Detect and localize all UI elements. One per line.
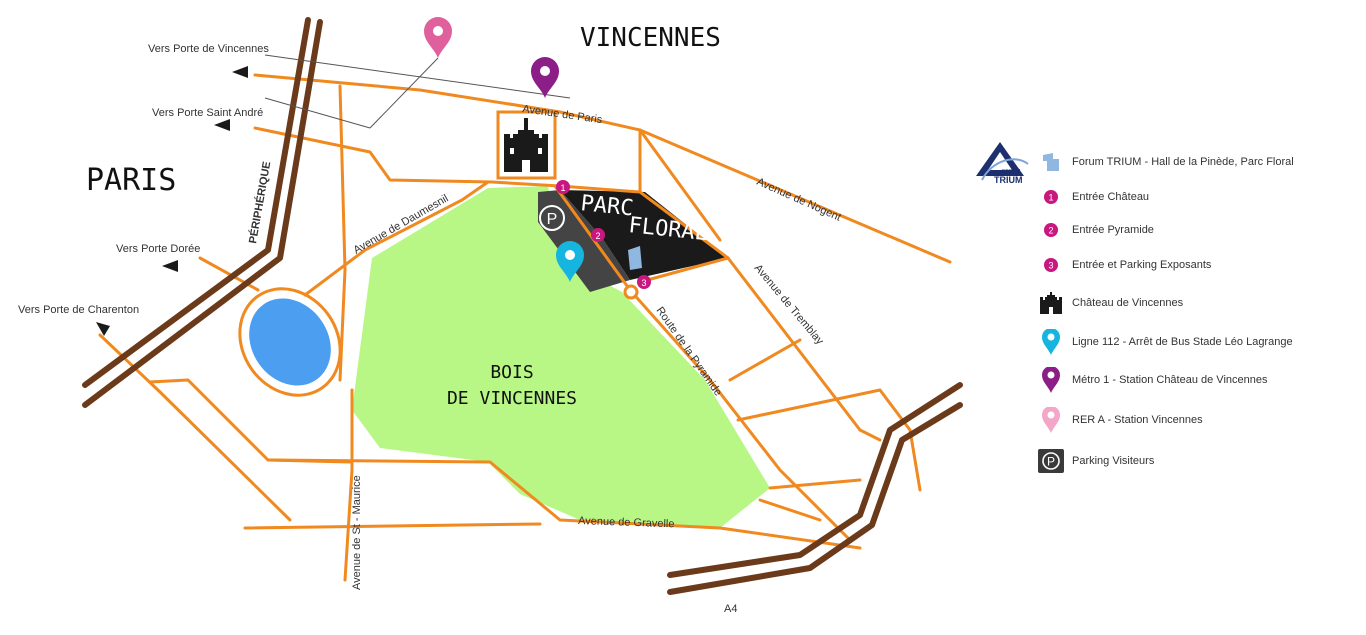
castle-icon <box>504 118 548 172</box>
bus-pin-dot <box>565 250 575 260</box>
legend-item-entry-1: 1 Entrée Château <box>1036 185 1149 209</box>
highways <box>82 17 963 595</box>
trium-building-icon <box>628 246 642 270</box>
legend-item-trium: Forum TRIUM - Hall de la Pinède, Parc Fl… <box>1036 150 1294 174</box>
metro-pin-dot <box>540 66 550 76</box>
svg-text:2: 2 <box>595 231 600 241</box>
legend-item-entry-2: 2 Entrée Pyramide <box>1036 218 1154 242</box>
parking-marker-letter: P <box>547 211 558 228</box>
castle-icon <box>1040 292 1062 314</box>
entry-3-ring <box>623 284 639 300</box>
svg-text:1: 1 <box>560 183 565 193</box>
bois-de-vincennes-area <box>352 186 770 528</box>
svg-text:FORUM: FORUM <box>1002 169 1020 175</box>
pin-leader-lines <box>264 54 571 129</box>
legend-label: Entrée Château <box>1072 191 1150 203</box>
entry-2-icon: 2 <box>1044 223 1058 237</box>
entry-marker-2: 2 <box>591 228 605 242</box>
parc-floral-area <box>560 190 728 280</box>
direction-porte-saint-andre: Vers Porte Saint André <box>152 107 263 119</box>
road-a4: A4 <box>724 603 737 615</box>
road-network <box>98 73 952 582</box>
legend-item-rer: RER A - Station Vincennes <box>1036 407 1203 433</box>
bus-pin-icon <box>1042 329 1060 355</box>
bois-label-line2: DE VINCENNES <box>447 388 577 409</box>
trium-logo: FORUM TRIUM <box>976 142 1029 185</box>
direction-porte-vincennes: Vers Porte de Vincennes <box>148 43 269 55</box>
metro-pin-icon <box>1042 367 1060 393</box>
entry-1-icon: 1 <box>1044 190 1058 204</box>
svg-text:P: P <box>1047 455 1055 469</box>
direction-porte-charenton: Vers Porte de Charenton <box>18 304 139 316</box>
svg-text:2: 2 <box>1048 226 1053 236</box>
legend-label: Métro 1 - Station Château de Vincennes <box>1072 374 1268 386</box>
entry-marker-1: 1 <box>556 180 570 194</box>
legend-item-parking: P Parking Visiteurs <box>1036 449 1154 473</box>
svg-text:1: 1 <box>1048 193 1053 203</box>
svg-text:3: 3 <box>1048 261 1053 271</box>
legend-label: Parking Visiteurs <box>1072 455 1155 467</box>
legend-item-castle: Château de Vincennes <box>1036 291 1183 315</box>
legend-label: Entrée Pyramide <box>1072 224 1154 236</box>
svg-text:3: 3 <box>641 278 646 288</box>
legend-item-metro: Métro 1 - Station Château de Vincennes <box>1036 367 1268 393</box>
paris-label: PARIS <box>86 163 176 198</box>
lake-ring <box>238 287 342 397</box>
legend-label: Château de Vincennes <box>1072 297 1184 309</box>
vincennes-label: VINCENNES <box>580 23 721 53</box>
trium-building-icon <box>1043 153 1059 171</box>
parking-area <box>538 190 630 292</box>
road-avenue-nogent: Avenue de Nogent <box>755 176 843 224</box>
rer-pin-dot <box>433 26 443 36</box>
legend-item-entry-3: 3 Entrée et Parking Exposants <box>1036 253 1211 277</box>
legend-label: Entrée et Parking Exposants <box>1072 259 1212 271</box>
parking-marker <box>539 205 565 231</box>
entry-3-icon: 3 <box>1044 258 1058 272</box>
legend-label: Ligne 112 - Arrêt de Bus Stade Léo Lagra… <box>1072 336 1293 348</box>
metro-pin-icon <box>531 57 559 98</box>
road-avenue-gravelle: Avenue de Gravelle <box>578 515 675 530</box>
rer-pin-icon <box>424 17 452 58</box>
rer-pin-icon <box>1042 407 1060 433</box>
parking-icon: P <box>1038 449 1064 473</box>
entry-marker-3: 3 <box>637 275 651 289</box>
legend-label: RER A - Station Vincennes <box>1072 414 1203 426</box>
svg-text:TRIUM: TRIUM <box>994 175 1023 185</box>
legend-item-bus: Ligne 112 - Arrêt de Bus Stade Léo Lagra… <box>1036 329 1293 355</box>
lake <box>249 298 331 386</box>
legend-label: Forum TRIUM - Hall de la Pinède, Parc Fl… <box>1072 156 1294 168</box>
bois-label-line1: BOIS <box>490 362 533 383</box>
direction-arrows <box>96 66 248 336</box>
parc-label-line1: PARC <box>579 191 634 221</box>
road-avenue-st-maurice: Avenue de St - Maurice <box>351 475 363 590</box>
direction-porte-doree: Vers Porte Dorée <box>116 243 200 255</box>
